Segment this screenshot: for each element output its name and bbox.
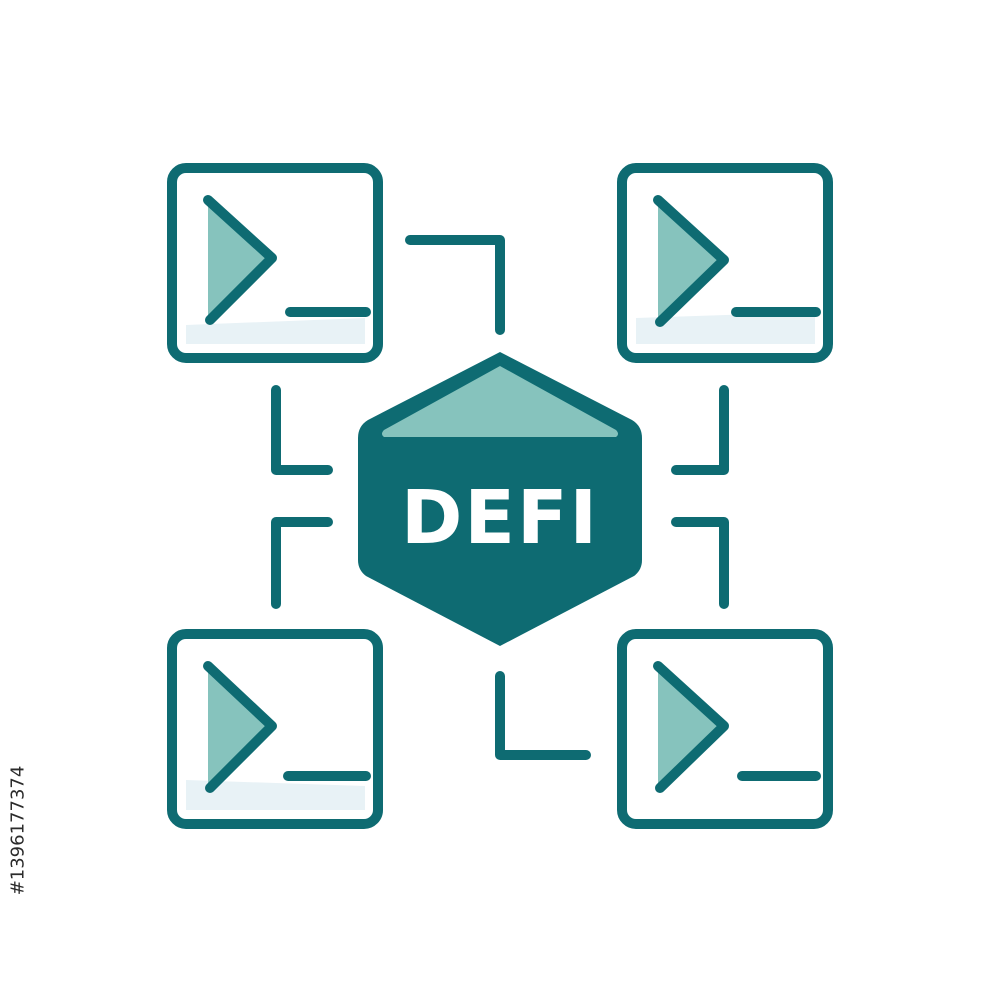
connector-right-lower (671, 517, 729, 609)
terminal-panel-bottom-left (167, 629, 383, 829)
defi-hexagon-badge: DEFI (358, 352, 642, 646)
stock-id-watermark: #1396177374 (4, 760, 32, 900)
connector-left-lower (271, 517, 333, 609)
play-triangle-icon (208, 198, 272, 322)
hexagon-top-facet (382, 366, 618, 437)
play-triangle-icon (208, 664, 272, 790)
terminal-panel-top-left (167, 163, 383, 363)
connector-left-upper (271, 385, 333, 475)
watermark-text: #1396177374 (7, 765, 29, 895)
play-triangle-outline (203, 195, 277, 325)
play-triangle-outline (653, 661, 729, 793)
connector-right-upper (671, 385, 729, 475)
connector-top (405, 235, 505, 335)
play-triangle-icon (658, 198, 724, 324)
defi-label: DEFI (401, 475, 599, 561)
play-triangle-outline (203, 661, 277, 793)
play-triangle-outline (653, 195, 729, 327)
terminal-panel-top-right (617, 163, 833, 363)
connector-bottom (495, 671, 591, 760)
play-triangle-icon (658, 664, 724, 790)
terminal-panel-bottom-right (617, 629, 833, 829)
